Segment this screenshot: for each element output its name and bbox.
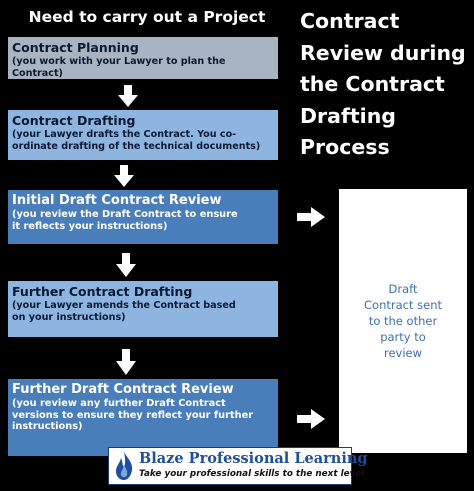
step-title: Further Contract Drafting <box>12 284 193 299</box>
step-description: (your Lawyer amends the Contract based o… <box>12 300 278 323</box>
side-title-line: Review during <box>300 40 466 65</box>
step-description-line: (you review any further Draft Contract <box>12 398 226 409</box>
flame-logo-icon <box>116 452 133 480</box>
step-initial-draft-review: Initial Draft Contract Review (you revie… <box>8 190 278 244</box>
side-title-line: Contract <box>300 9 400 33</box>
draft-sent-note: Draft Contract sent to the other party t… <box>339 189 467 453</box>
step-description: (you review the Draft Contract to ensure… <box>12 209 278 232</box>
note-line: to the other <box>368 314 438 328</box>
step-description-line: (your Lawyer drafts the Contract. You co… <box>12 129 237 140</box>
note-line: party to <box>380 330 426 344</box>
step-description-line: ordinate drafting of the technical docum… <box>12 140 261 152</box>
step-description: (you work with your Lawyer to plan the C… <box>12 56 278 79</box>
step-description-line: Contract) <box>12 67 63 79</box>
note-line: review <box>383 346 423 360</box>
down-arrow-icon <box>116 349 136 375</box>
down-arrow-icon <box>116 253 136 277</box>
draft-sent-text: Draft Contract sent to the other party t… <box>364 281 442 361</box>
note-line: Draft <box>388 282 418 296</box>
logo-name: Blaze Professional Learning <box>139 450 368 467</box>
step-description-line: (your Lawyer amends the Contract based <box>12 300 236 311</box>
step-description-line: (you work with your Lawyer to plan the <box>12 56 226 67</box>
step-further-draft-review: Further Draft Contract Review (you revie… <box>8 379 278 456</box>
step-description-line: versions to ensure they reflect your fur… <box>12 409 254 421</box>
down-arrow-icon <box>118 85 138 107</box>
step-title: Contract Drafting <box>12 113 136 128</box>
step-further-drafting: Further Contract Drafting (your Lawyer a… <box>8 281 278 337</box>
step-title: Contract Planning <box>12 40 139 55</box>
step-contract-planning: Contract Planning (you work with your La… <box>8 37 278 79</box>
step-description-line: (you review the Draft Contract to ensure <box>12 209 238 220</box>
step-description-line: it reflects your instructions) <box>12 220 168 232</box>
side-title-line: the Contract <box>300 72 445 96</box>
side-title: Contract Review during the Contract Draf… <box>300 6 472 164</box>
step-description: (you review any further Draft Contract v… <box>12 398 278 433</box>
page-heading: Need to carry out a Project <box>28 8 266 26</box>
blaze-logo: Blaze Professional Learning Take your pr… <box>108 447 368 485</box>
step-contract-drafting: Contract Drafting (your Lawyer drafts th… <box>8 110 278 160</box>
step-description: (your Lawyer drafts the Contract. You co… <box>12 129 278 152</box>
side-title-line: Process <box>300 135 390 159</box>
right-arrow-icon <box>297 409 325 429</box>
right-arrow-icon <box>297 207 325 227</box>
logo-tagline: Take your professional skills to the nex… <box>139 469 365 479</box>
step-title: Further Draft Contract Review <box>12 382 234 397</box>
step-title: Initial Draft Contract Review <box>12 193 222 208</box>
step-description-line: instructions) <box>12 421 83 432</box>
note-line: Contract sent <box>364 298 442 312</box>
step-description-line: on your instructions) <box>12 311 126 323</box>
down-arrow-icon <box>114 165 134 187</box>
side-title-line: Drafting <box>300 103 396 128</box>
